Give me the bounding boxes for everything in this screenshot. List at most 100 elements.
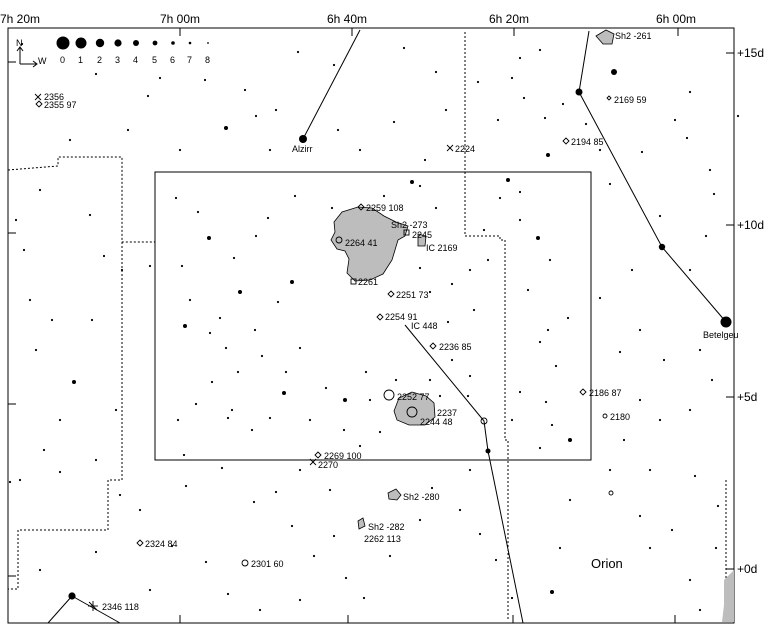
field-star <box>658 214 662 218</box>
field-star <box>428 290 432 294</box>
label-sh2-261: Sh2 -261 <box>615 31 652 41</box>
field-star <box>94 72 98 76</box>
field-star <box>254 114 258 118</box>
field-star <box>296 50 300 54</box>
field-star <box>478 532 482 536</box>
field-star <box>120 268 124 272</box>
field-star <box>486 258 490 262</box>
field-star <box>50 318 54 322</box>
field-star <box>638 328 642 332</box>
field-star <box>608 468 612 472</box>
label-2270: 2270 <box>318 460 338 470</box>
field-star <box>230 408 234 412</box>
field-star <box>290 524 294 528</box>
label-2262: 2262 113 <box>364 534 401 544</box>
field-star <box>438 394 442 398</box>
field-star <box>183 324 187 328</box>
field-star <box>207 236 211 240</box>
field-star <box>428 378 432 382</box>
label-2301: 2301 60 <box>251 559 284 569</box>
field-star <box>688 268 692 272</box>
field-star <box>444 108 448 112</box>
label-2252: 2252 77 <box>397 392 430 402</box>
deep-sky-symbols <box>34 93 614 611</box>
legend-mag-8: 8 <box>205 55 210 65</box>
ra-label-7h20m: 7h 20m <box>0 12 40 26</box>
field-star <box>236 370 240 374</box>
label-2324: 2324 84 <box>145 539 178 549</box>
field-star <box>28 298 32 302</box>
field-star <box>658 418 662 422</box>
field-star <box>670 528 674 532</box>
field-star <box>274 490 278 494</box>
field-star <box>648 546 652 550</box>
field-star <box>558 546 562 550</box>
field-star <box>342 428 346 432</box>
field-star <box>238 290 242 294</box>
field-star <box>548 258 552 262</box>
nebula-corner <box>722 570 734 622</box>
field-star <box>220 466 224 470</box>
field-star <box>94 458 98 462</box>
field-star <box>298 346 302 350</box>
nebula-group <box>330 29 734 622</box>
field-star <box>673 118 677 122</box>
field-star <box>260 354 264 358</box>
field-star <box>324 386 328 390</box>
field-star <box>450 282 454 286</box>
field-star <box>568 498 572 502</box>
label-2244: 2244 48 <box>420 417 453 427</box>
field-star <box>708 168 712 172</box>
field-star <box>282 391 286 395</box>
field-star <box>336 128 340 132</box>
legend-mag-2: 2 <box>97 55 102 65</box>
field-star <box>174 196 178 200</box>
field-star <box>550 423 554 427</box>
legend-mag-4: 4 <box>133 55 138 65</box>
field-star <box>118 493 122 497</box>
field-star <box>146 94 150 98</box>
field-star <box>662 358 666 362</box>
field-star <box>466 394 470 398</box>
legend-mag-7: 7 <box>187 55 192 65</box>
field-star <box>218 316 222 320</box>
field-star <box>308 418 312 422</box>
field-star <box>194 402 198 406</box>
nebula-sh2-280 <box>387 488 402 501</box>
label-2346: 2346 118 <box>102 602 139 612</box>
label-2186: 2186 87 <box>589 388 622 398</box>
field-star <box>178 148 182 152</box>
field-star <box>18 478 22 482</box>
legend-mag-3: 3 <box>115 55 120 65</box>
field-star <box>472 308 476 312</box>
field-star <box>226 416 230 420</box>
field-star <box>688 90 692 94</box>
legend-mag-1: 1 <box>78 55 83 65</box>
field-star <box>410 180 414 184</box>
field-star <box>226 592 230 596</box>
map-frame <box>7 27 735 624</box>
star-label-betelgeuse: Betelgeu <box>703 330 739 340</box>
field-star <box>538 340 542 344</box>
field-star <box>693 474 697 478</box>
field-star <box>543 116 547 120</box>
field-star <box>418 184 422 188</box>
star-bright <box>485 448 491 454</box>
field-star <box>526 288 530 292</box>
field-star <box>268 416 272 420</box>
field-star <box>450 358 454 362</box>
field-star <box>598 148 602 152</box>
field-star <box>506 178 510 182</box>
compass-n-label: N <box>16 38 23 48</box>
label-2264: 2264 41 <box>345 238 378 248</box>
field-star <box>58 418 62 422</box>
field-star <box>566 316 570 320</box>
field-star <box>648 468 652 472</box>
field-star <box>388 554 392 558</box>
field-star <box>224 346 228 350</box>
field-star <box>418 266 422 270</box>
field-star <box>42 448 46 452</box>
field-star <box>284 370 288 374</box>
field-star <box>418 518 422 522</box>
